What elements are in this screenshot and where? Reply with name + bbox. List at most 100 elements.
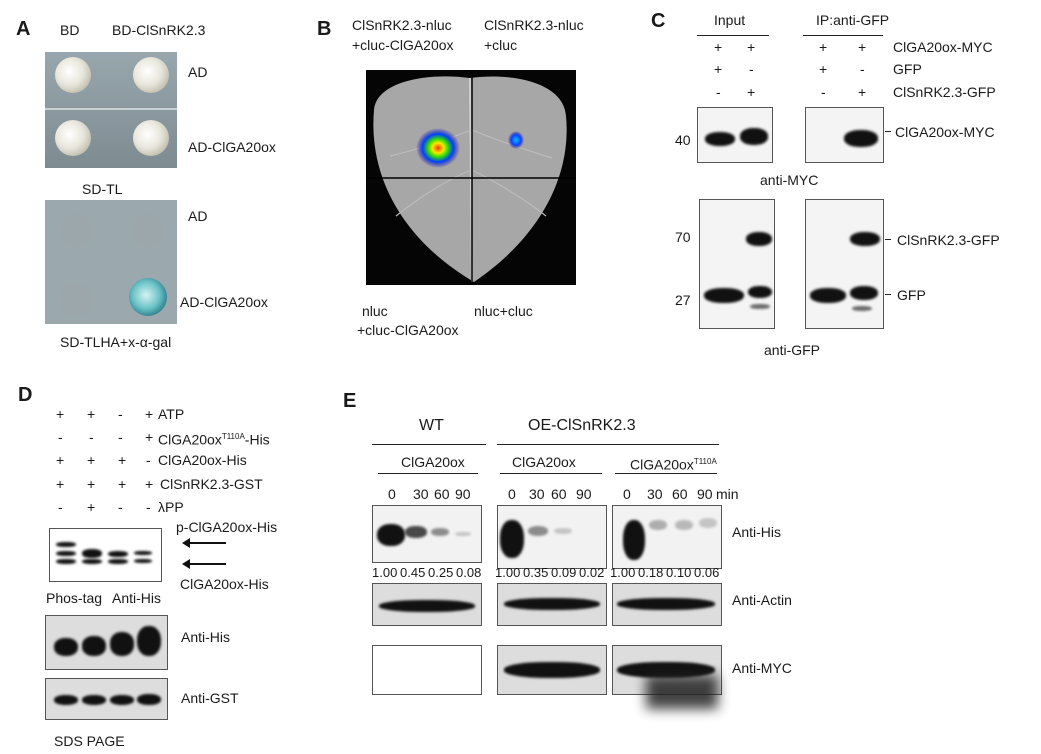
sign: + [858,39,867,55]
quant: 0.06 [694,565,720,580]
sign: + [819,39,828,55]
col-label-bd-snrk: BD-ClSnRK2.3 [112,22,206,38]
oe-underline [497,444,719,445]
quant: 0.08 [456,565,482,580]
genotype-oe: OE-ClSnRK2.3 [528,417,636,434]
blot-anti-myc-wt [372,645,482,695]
label-ga-his: ClGA20ox-His [180,576,269,592]
mw-70: 70 [675,229,691,245]
blot-ip-myc [805,107,884,163]
quant: 0.25 [428,565,454,580]
group-ga-oe: ClGA20ox [512,454,576,470]
label-sds-page: SDS PAGE [54,733,125,749]
panel-e-letter: E [343,390,357,412]
sign: - [118,499,123,515]
sign: + [145,406,154,422]
sign: + [145,429,154,445]
blot-phos-tag [49,528,162,582]
colony [133,57,169,93]
blot-anti-myc-oe [497,645,607,695]
quant: 0.35 [523,565,549,580]
sign: + [747,39,756,55]
band-label-snrk-gfp: ClSnRK2.3-GFP [897,232,1000,248]
blot-anti-actin-oe [497,583,607,626]
sign: - [118,429,123,445]
label-snrk-nluc-tl: ClSnRK2.3-nluc [352,17,452,33]
panel-a-letter: A [16,18,31,40]
sign: + [714,39,723,55]
arrow-p-band [182,538,226,548]
antibody-label-gfp: anti-GFP [764,342,821,358]
label-nluc-cluc-br: nluc+cluc [474,303,533,319]
antibody-label-myc: anti-MYC [760,172,819,188]
condition-label-lambda-pp: λPP [158,499,184,515]
quant: 1.00 [610,565,636,580]
group-underline [378,473,478,474]
blot-input-myc [697,107,773,163]
group-underline [500,473,602,474]
sign: + [87,476,96,492]
plate-label-sd-tl: SD-TL [82,181,123,197]
blue-colony [129,278,167,316]
time-label: 30 [529,486,545,502]
sign: + [819,61,828,77]
label-cluc-tr: +cluc [484,37,518,53]
sign: - [58,429,63,445]
colony [133,120,169,156]
spot [59,214,93,248]
smudge-artifact [646,675,718,709]
band-tick [885,131,891,132]
sign: - [146,452,151,468]
panel-b-letter: B [317,18,332,40]
quant: 1.00 [372,565,398,580]
row-label-ad: AD [188,64,208,80]
panel-d-letter: D [18,384,33,406]
sign: + [145,476,154,492]
col-label-bd: BD [60,22,80,38]
sign: - [860,61,865,77]
time-label: 0 [623,486,631,502]
time-label: 60 [551,486,567,502]
quant: 1.00 [495,565,521,580]
sign: + [858,84,867,100]
time-label: 30 [413,486,429,502]
row-label-ad-2: AD [188,208,208,224]
panel-c-letter: C [651,10,666,32]
time-label: 0 [508,486,516,502]
sign: - [749,61,754,77]
genotype-wt: WT [419,417,444,434]
blot-anti-actin-wt [372,583,482,626]
sign: + [56,452,65,468]
mw-27: 27 [675,292,691,308]
group-underline [615,473,717,474]
label-snrk-nluc-tr: ClSnRK2.3-nluc [484,17,584,33]
blot-anti-actin-mut [612,583,722,626]
blot-anti-gst [45,678,168,720]
quant: 0.18 [638,565,664,580]
sign: - [58,499,63,515]
leaf-luciferase-image [366,70,576,285]
ip-header: IP:anti-GFP [816,12,890,28]
spot [131,214,165,248]
quant: 0.10 [666,565,692,580]
sign: - [146,499,151,515]
sign: - [821,84,826,100]
spot [59,282,93,316]
label-anti-his-d: Anti-His [181,629,231,645]
label-anti-myc-e: Anti-MYC [732,660,792,676]
blot-anti-his-wt [372,505,482,563]
sign: + [87,452,96,468]
sign: + [747,84,756,100]
quant: 0.45 [400,565,426,580]
row-label-gfp: GFP [893,61,922,77]
sign: - [716,84,721,100]
condition-label-ga-his: ClGA20ox-His [158,452,247,468]
mw-40: 40 [675,132,691,148]
label-cluc-ga-tl: +cluc-ClGA20ox [352,37,454,53]
label-phos-tag: Phos-tag [46,590,103,606]
band-label-gfp: GFP [897,287,926,303]
condition-label-snrk-gst: ClSnRK2.3-GST [160,476,263,492]
group-ga-wt: ClGA20ox [401,454,465,470]
sign: - [89,429,94,445]
condition-label-ga-mut: ClGA20oxT110A-His [158,431,270,448]
